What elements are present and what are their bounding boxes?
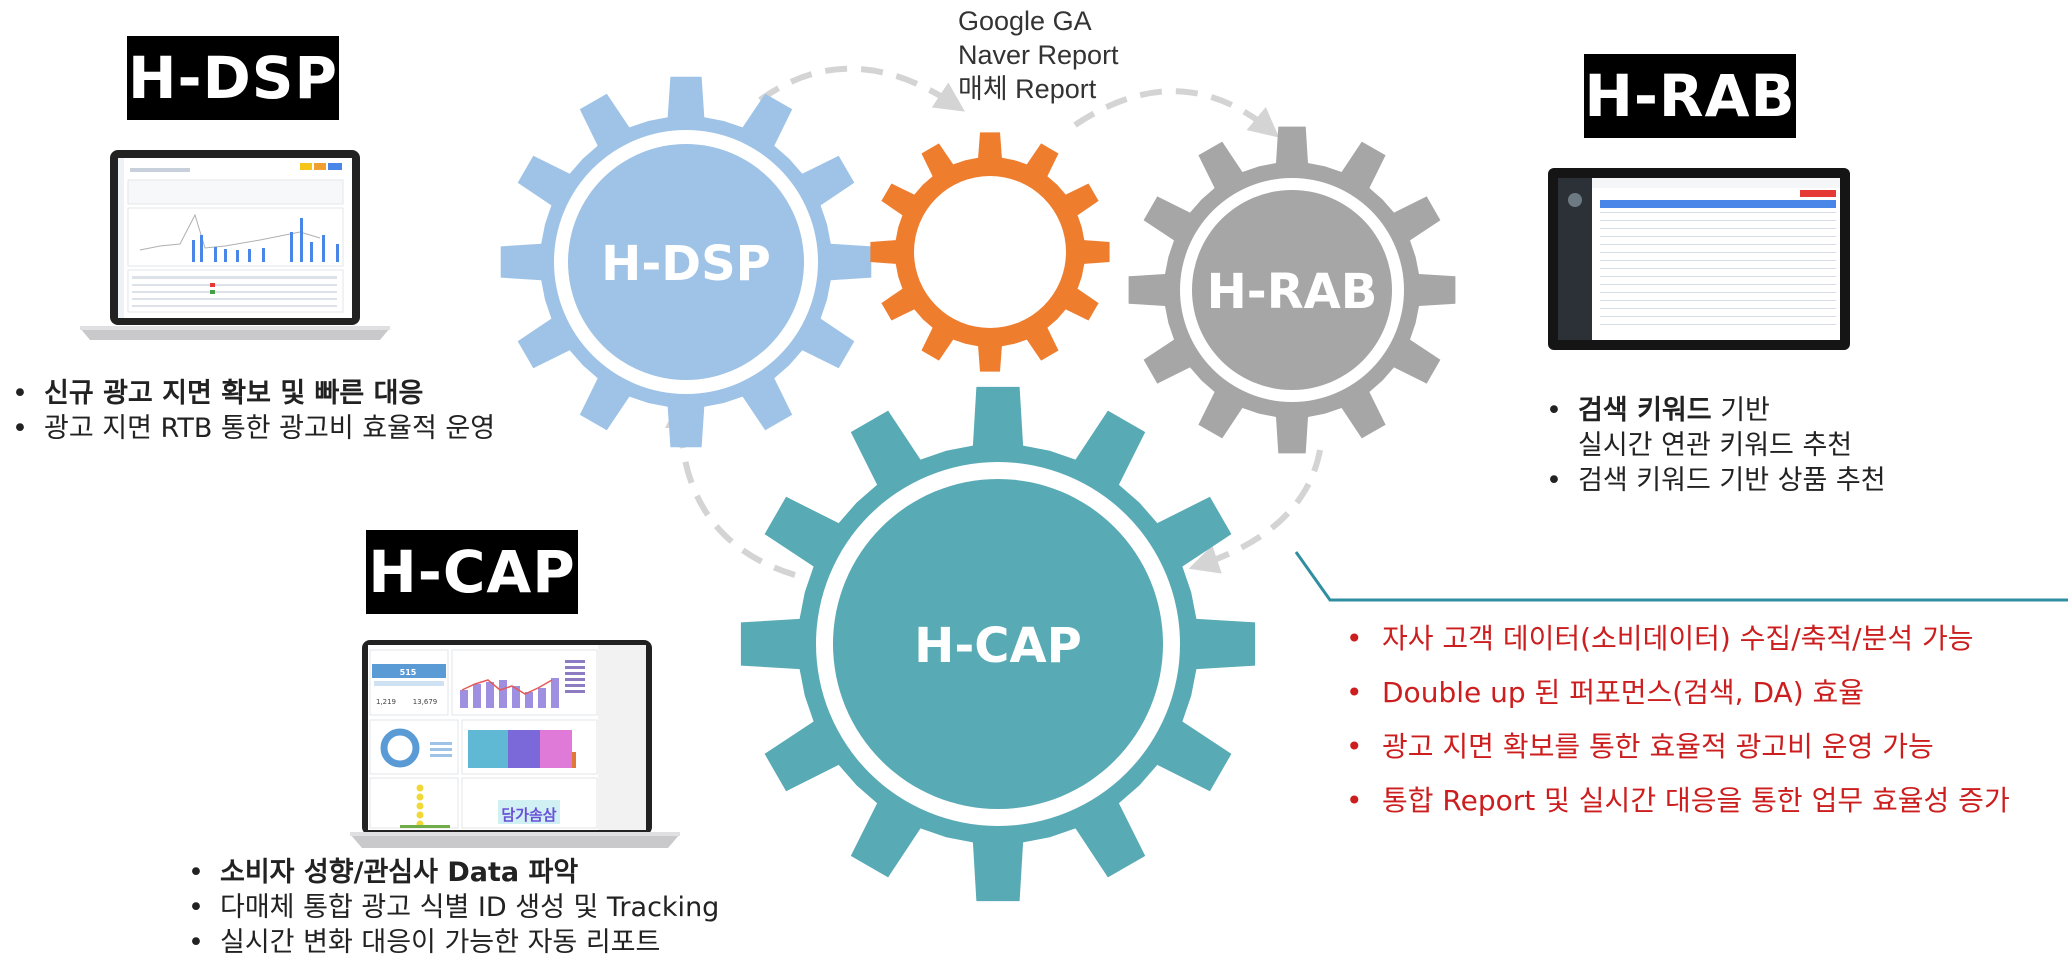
cap-screen-bar: [486, 682, 494, 708]
gear-dsp-label: H-DSP: [601, 236, 771, 292]
benefit-item: 통합 Report 및 실시간 대응을 통한 업무 효율성 증가: [1342, 774, 2062, 828]
rab-screen-row-line: [1600, 276, 1836, 277]
benefits-connector-line: [1294, 551, 2068, 602]
rab-bullet-text: 검색 키워드 기반 상품 추천: [1578, 465, 1886, 496]
gear-rab: [1128, 126, 1456, 454]
rab-screen-row-line: [1600, 260, 1836, 261]
dsp-bullet-list: 신규 광고 지면 확보 및 빠른 대응 광고 지면 RTB 통한 광고비 효율적…: [4, 376, 524, 446]
dsp-title-badge: H-DSP: [127, 36, 339, 120]
cap-screen-stat-a: 1,219: [376, 698, 396, 706]
cap-screen-bar: [499, 680, 507, 708]
gear-cap-label: H-CAP: [914, 618, 1082, 674]
dsp-bullet-item: 신규 광고 지면 확보 및 빠른 대응: [4, 376, 524, 411]
rab-bullet-strong: 검색 키워드: [1578, 395, 1712, 426]
rab-screen-row-line: [1600, 212, 1836, 213]
dsp-bullet-text: 광고 지면 RTB 통한 광고비 효율적 운영: [44, 413, 496, 444]
rab-screen-row-line: [1600, 268, 1836, 269]
cap-bullet-list: 소비자 성향/관심사 Data 파악 다매체 통합 광고 식별 ID 생성 및 …: [180, 855, 800, 960]
cap-screen-bar: [551, 678, 559, 708]
report-sources: Google GA Naver Report 매체 Report: [958, 4, 1119, 106]
rab-screen-row-line: [1600, 324, 1836, 325]
rab-title-badge: H-RAB: [1584, 54, 1796, 138]
cap-screen-stat-main: 515: [400, 668, 417, 677]
cap-screen-promo: 담가솜삼: [501, 806, 556, 824]
rab-screen-row-line: [1600, 284, 1836, 285]
cap-title-badge: H-CAP: [366, 530, 578, 614]
cap-screen-bar: [512, 686, 520, 708]
report-source-google-ga: Google GA: [958, 6, 1092, 36]
rab-screen-row-line: [1600, 300, 1836, 301]
rab-tablet-image: [1548, 168, 1850, 350]
gear-cap-hub: [833, 479, 1163, 809]
dsp-bullet-item: 광고 지면 RTB 통한 광고비 효율적 운영: [4, 411, 524, 446]
cap-screen-bar: [473, 684, 481, 708]
gear-dsp-hub: [568, 144, 804, 380]
dsp-bullet-strong: 신규 광고 지면 확보 및 빠른 대응: [44, 378, 424, 409]
cap-screen-bar: [525, 692, 533, 708]
rab-bullet-item: 검색 키워드 기반 실시간 연관 키워드 추천: [1538, 393, 1958, 463]
benefit-item: Double up 된 퍼포먼스(검색, DA) 효율: [1342, 666, 2062, 720]
cap-bullet-item: 다매체 통합 광고 식별 ID 생성 및 Tracking: [180, 890, 800, 925]
benefit-item: 광고 지면 확보를 통한 효율적 광고비 운영 가능: [1342, 720, 2062, 774]
arrow-rab-to-cap: [1188, 449, 1323, 574]
rab-bullet-line2: 실시간 연관 키워드 추천: [1578, 430, 1853, 461]
rab-bullet-text: 기반: [1711, 395, 1770, 426]
gear-center-ring: [914, 176, 1066, 328]
gear-cap: [740, 386, 1256, 902]
cap-bullet-strong: 소비자 성향/관심사 Data 파악: [220, 857, 579, 888]
cap-bullet-item: 실시간 변화 대응이 가능한 자동 리포트: [180, 925, 800, 960]
gear-rab-hub: [1192, 190, 1392, 390]
cap-laptop-image: [350, 640, 680, 848]
arrow-dsp-to-reports: [758, 65, 965, 112]
gear-rab-label: H-RAB: [1207, 264, 1378, 320]
benefits-list: 자사 고객 데이터(소비데이터) 수집/축적/분석 가능 Double up 된…: [1342, 612, 2062, 828]
rab-screen-row-line: [1600, 244, 1836, 245]
cap-screen-bar: [538, 688, 546, 708]
cap-bullet-text: 실시간 변화 대응이 가능한 자동 리포트: [220, 927, 661, 958]
rab-screen-row-line: [1600, 308, 1836, 309]
rab-screen-row-line: [1600, 220, 1836, 221]
report-source-media: 매체 Report: [958, 74, 1097, 104]
gear-dsp: [500, 76, 872, 448]
report-source-naver: Naver Report: [958, 40, 1119, 70]
rab-screen-row-line: [1600, 228, 1836, 229]
benefit-item: 자사 고객 데이터(소비데이터) 수집/축적/분석 가능: [1342, 612, 2062, 666]
rab-bullet-list: 검색 키워드 기반 실시간 연관 키워드 추천 검색 키워드 기반 상품 추천: [1538, 393, 1958, 498]
arrow-reports-to-rab: [1073, 88, 1280, 138]
dsp-laptop-image: [80, 150, 390, 340]
cap-screen-stat-b: 13,679: [413, 698, 438, 706]
cap-bullet-item: 소비자 성향/관심사 Data 파악: [180, 855, 800, 890]
rab-screen-row-line: [1600, 236, 1836, 237]
rab-bullet-item: 검색 키워드 기반 상품 추천: [1538, 463, 1958, 498]
gear-center: [870, 132, 1110, 372]
rab-screen-row-line: [1600, 252, 1836, 253]
rab-screen-row-line: [1600, 316, 1836, 317]
cap-bullet-text: 다매체 통합 광고 식별 ID 생성 및 Tracking: [220, 892, 720, 923]
rab-screen-row-line: [1600, 292, 1836, 293]
cap-screen-bar: [460, 690, 468, 708]
